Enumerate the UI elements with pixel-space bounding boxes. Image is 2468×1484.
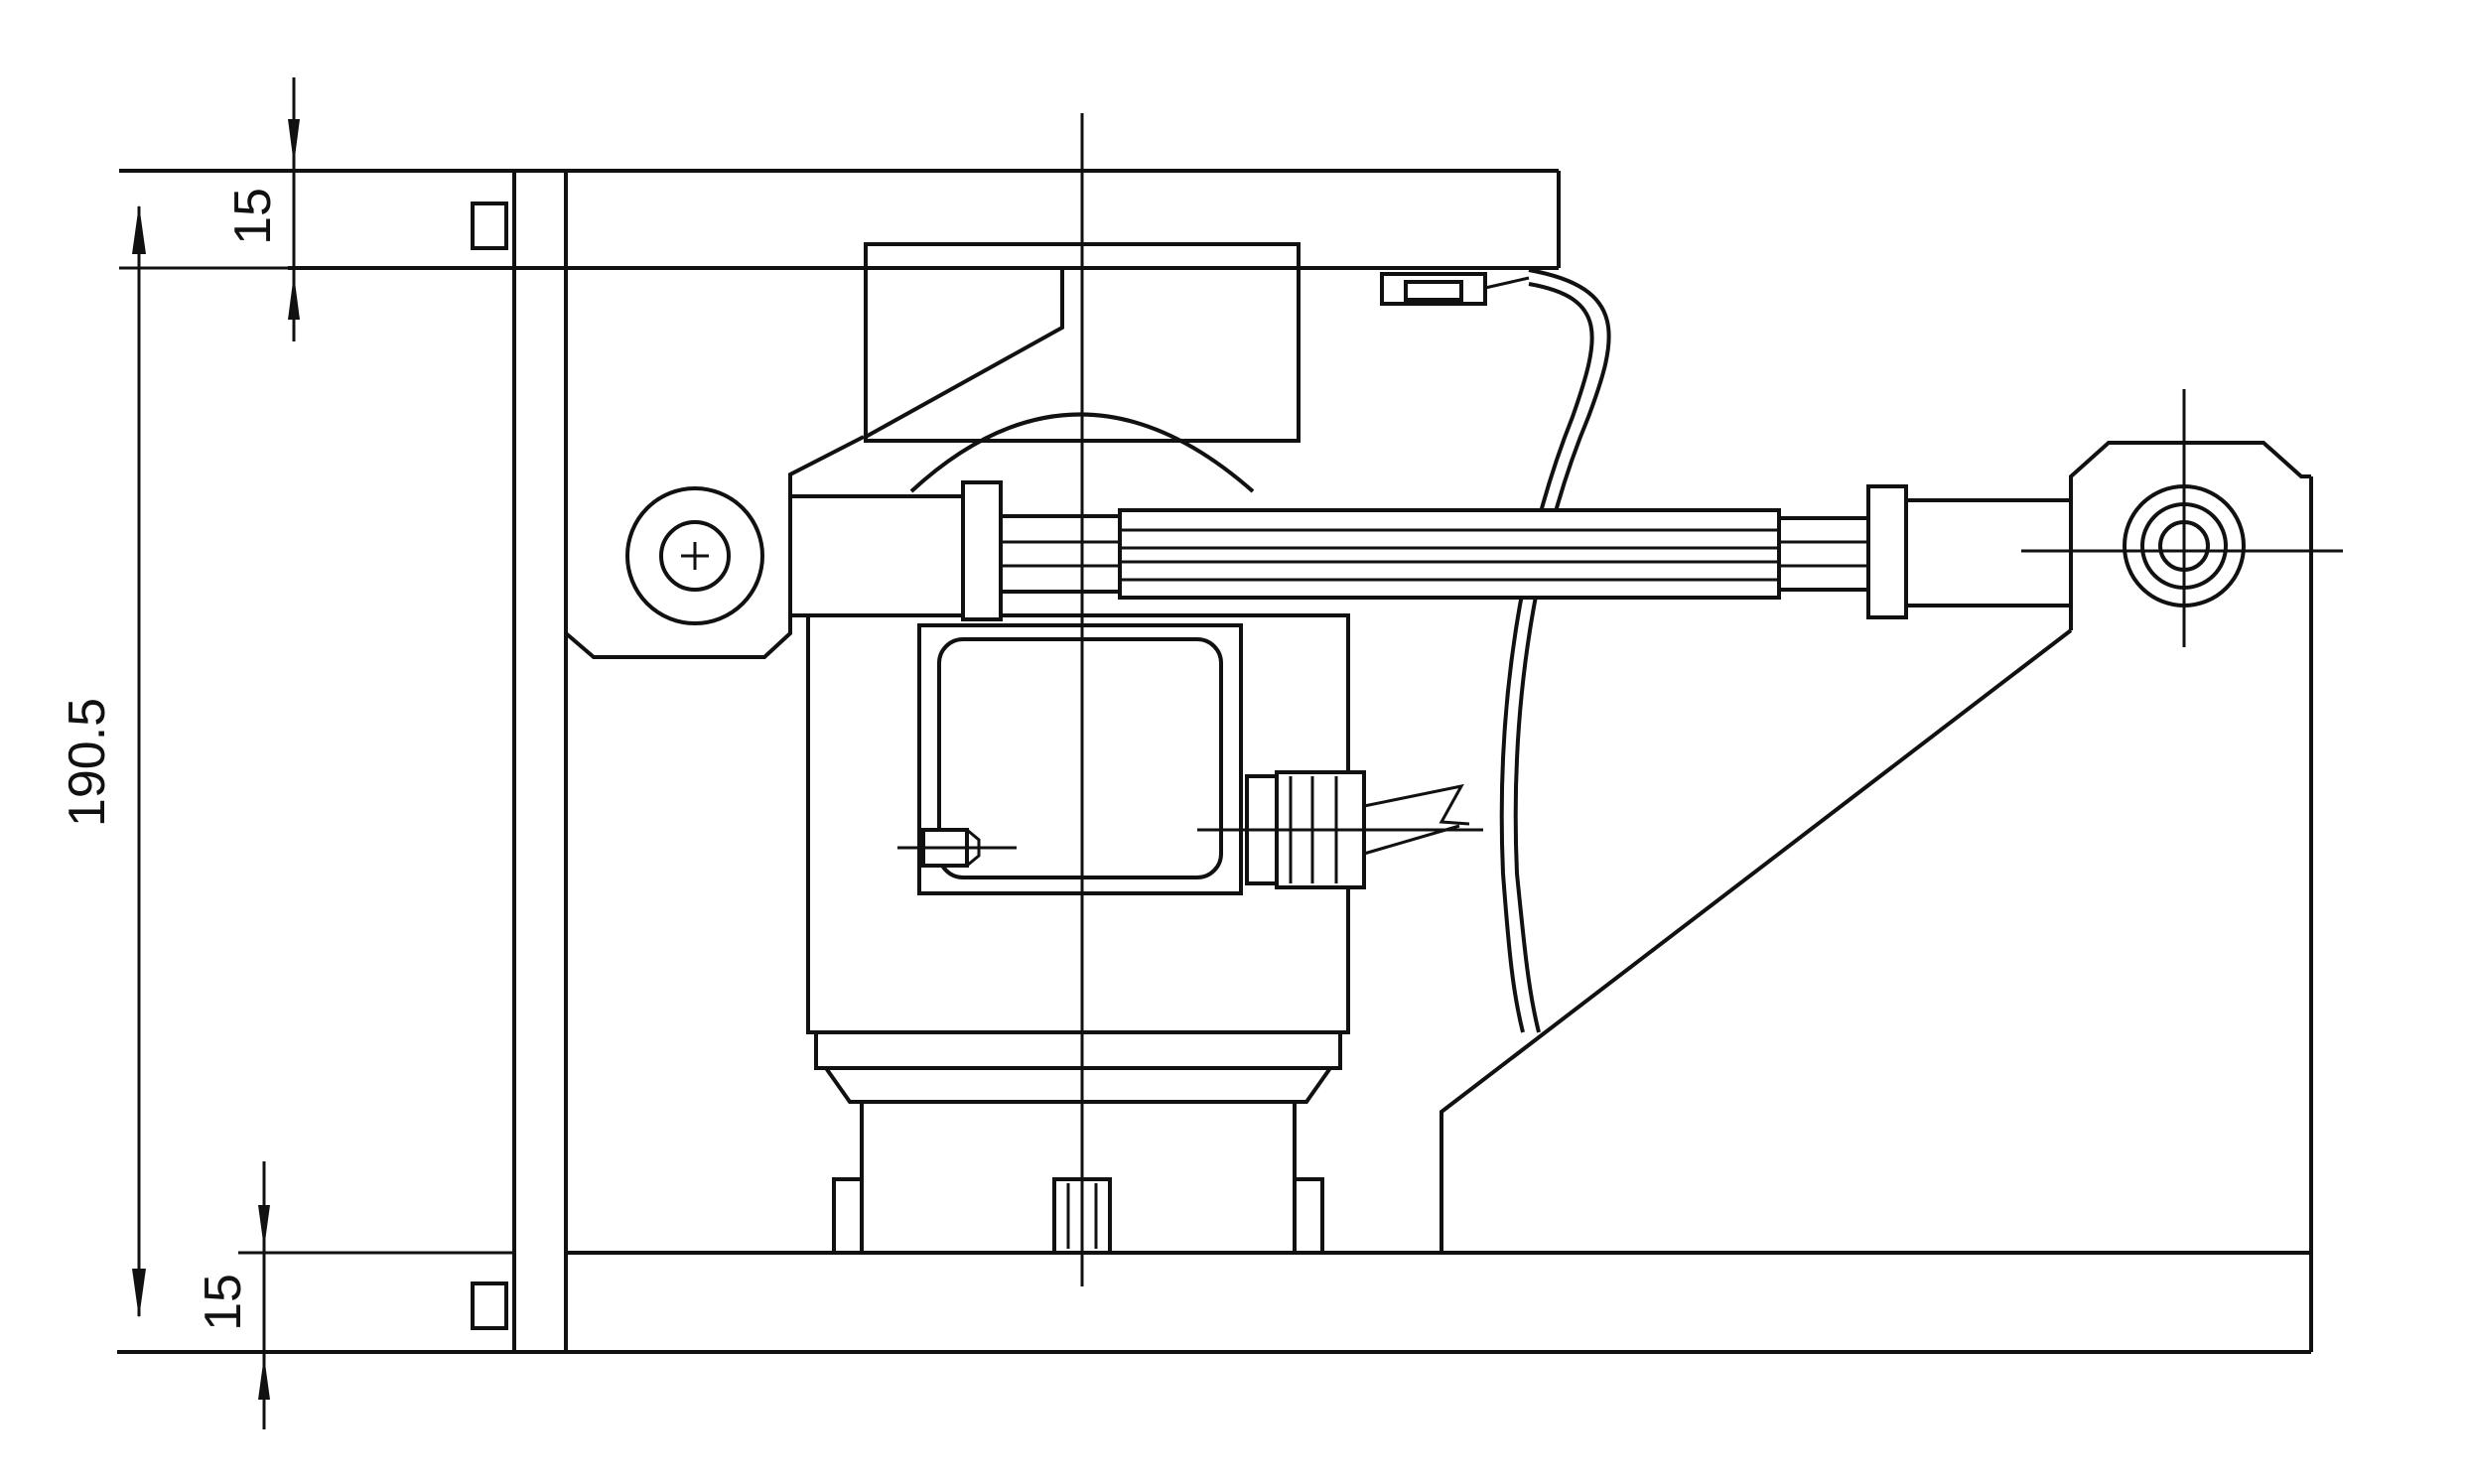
dimension-overall-height: 190.5 (59, 204, 146, 1318)
cable-gland (1197, 770, 1483, 889)
label-plate (897, 623, 1243, 895)
dim-label-bottom-plate: 15 (195, 1274, 252, 1331)
right-pivot-eye (2021, 389, 2343, 647)
dimension-bottom-plate: 15 (195, 1161, 516, 1429)
rod-sleeve (1118, 508, 1781, 600)
top-pin-block (471, 202, 508, 250)
left-pivot-pin (625, 486, 764, 625)
right-bracket (1440, 441, 2311, 1253)
top-plate (119, 169, 1561, 270)
side-plate-left (471, 171, 568, 1352)
base-foot-left (832, 1177, 864, 1255)
load-cell-dome (909, 412, 1255, 493)
rod-collar-right (1866, 484, 1908, 619)
bottom-plate (117, 476, 2313, 1354)
bracket-arm (788, 494, 969, 617)
bottom-pin-block (471, 1282, 508, 1330)
dimension-top-plate: 15 (119, 77, 300, 341)
stay-rod (961, 480, 2073, 621)
ground-cable (1380, 268, 1611, 1033)
load-cell-body (806, 613, 1350, 1255)
base-foot-right (1293, 1177, 1324, 1255)
dim-label-overall-height: 190.5 (59, 698, 116, 827)
dim-label-top-plate: 15 (224, 188, 282, 245)
rod-collar-left (961, 480, 1003, 621)
